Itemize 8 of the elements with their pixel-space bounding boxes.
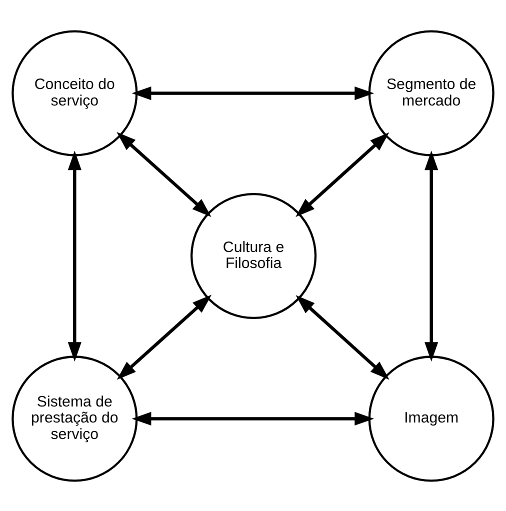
arrow	[296, 132, 390, 216]
arrow	[116, 294, 212, 380]
arrow	[132, 411, 374, 426]
arrow	[424, 150, 438, 362]
arrow	[296, 294, 390, 380]
arrow	[132, 86, 374, 100]
arrow	[68, 150, 82, 362]
arrow	[116, 132, 212, 217]
